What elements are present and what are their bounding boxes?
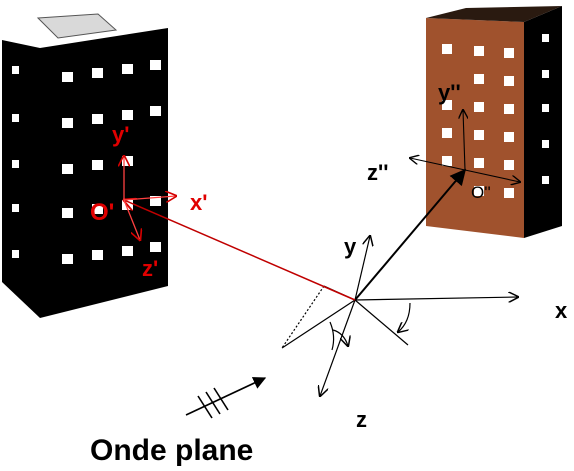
left-building-roof — [36, 13, 118, 39]
building-window — [542, 70, 549, 78]
building-window — [504, 48, 514, 58]
wave-tick-1 — [197, 395, 213, 419]
building-window — [542, 176, 549, 184]
double-primed-frame — [410, 110, 520, 182]
building-window — [474, 186, 484, 196]
right-building-side — [524, 6, 562, 238]
right-building-windows — [442, 34, 549, 198]
wave-arrow-line — [185, 377, 267, 416]
left-building — [2, 13, 168, 318]
x-axis-label: x — [555, 298, 568, 323]
building-window — [122, 64, 133, 74]
z-prime-axis-line — [123, 199, 140, 240]
building-window — [442, 156, 452, 166]
building-window — [62, 164, 73, 174]
building-window — [150, 60, 161, 70]
plane-wave-caption: Onde plane — [90, 434, 253, 467]
wave-tick-2 — [205, 391, 221, 415]
building-window — [92, 204, 103, 214]
building-window — [504, 76, 514, 86]
wave-projection-line — [281, 285, 325, 349]
building-window — [92, 114, 103, 124]
building-window — [542, 140, 549, 148]
plane-projection-extension — [354, 299, 409, 346]
building-window — [542, 34, 549, 42]
building-window — [474, 74, 484, 84]
building-window — [122, 110, 133, 120]
primed-frame — [124, 156, 176, 240]
left-building-windows — [12, 60, 161, 264]
building-window — [474, 158, 484, 168]
building-window — [12, 160, 19, 168]
wave-tick-3 — [213, 387, 229, 411]
position-vector-left — [124, 200, 356, 301]
position-vector-right — [354, 168, 467, 301]
building-window — [62, 208, 73, 218]
z-axis-line — [320, 299, 356, 396]
building-window — [12, 250, 19, 258]
building-window — [150, 106, 161, 116]
building-window — [12, 204, 19, 212]
building-window — [442, 44, 452, 54]
building-window — [92, 160, 103, 170]
y-axis-line — [354, 236, 370, 301]
building-window — [122, 246, 133, 256]
building-window — [62, 118, 73, 128]
building-window — [504, 104, 514, 114]
elevation-angle-arc — [332, 329, 348, 346]
y-second-axis-line — [463, 110, 465, 171]
x-prime-label: x' — [190, 190, 207, 215]
building-window — [12, 66, 19, 74]
z-second-axis-line — [410, 158, 466, 171]
building-window — [542, 104, 549, 112]
x-second-label: x'' — [528, 180, 551, 205]
building-window — [62, 72, 73, 82]
building-window — [442, 128, 452, 138]
wave-direction-line — [281, 299, 356, 349]
building-window — [92, 68, 103, 78]
y-second-label: y'' — [438, 80, 461, 105]
x-prime-axis-line — [123, 196, 176, 200]
z-prime-label: z' — [142, 256, 158, 281]
right-building-top — [426, 6, 562, 22]
o-prime-label: O' — [90, 199, 114, 226]
building-window — [474, 102, 484, 112]
angle-arc-small — [329, 321, 335, 351]
left-building-side — [2, 40, 40, 318]
building-window — [92, 250, 103, 260]
z-axis-label: z — [356, 407, 367, 432]
building-window — [504, 188, 514, 198]
building-window — [12, 114, 19, 122]
left-building-front — [40, 28, 168, 318]
y-axis-label: y — [344, 234, 357, 259]
building-window — [150, 242, 161, 252]
building-window — [150, 196, 161, 206]
z-second-label: z'' — [367, 160, 388, 185]
x-axis-line — [354, 297, 518, 300]
building-window — [474, 46, 484, 56]
building-window — [504, 132, 514, 142]
building-window — [62, 254, 73, 264]
main-frame — [281, 168, 518, 396]
azimuth-angle-arc — [398, 302, 411, 332]
plane-wave-symbol — [185, 377, 267, 419]
y-prime-label: y' — [112, 122, 129, 147]
o-second-label: O'' — [471, 183, 491, 202]
building-window — [474, 130, 484, 140]
x-second-axis-line — [464, 169, 520, 182]
building-window — [442, 100, 452, 110]
building-window — [504, 160, 514, 170]
